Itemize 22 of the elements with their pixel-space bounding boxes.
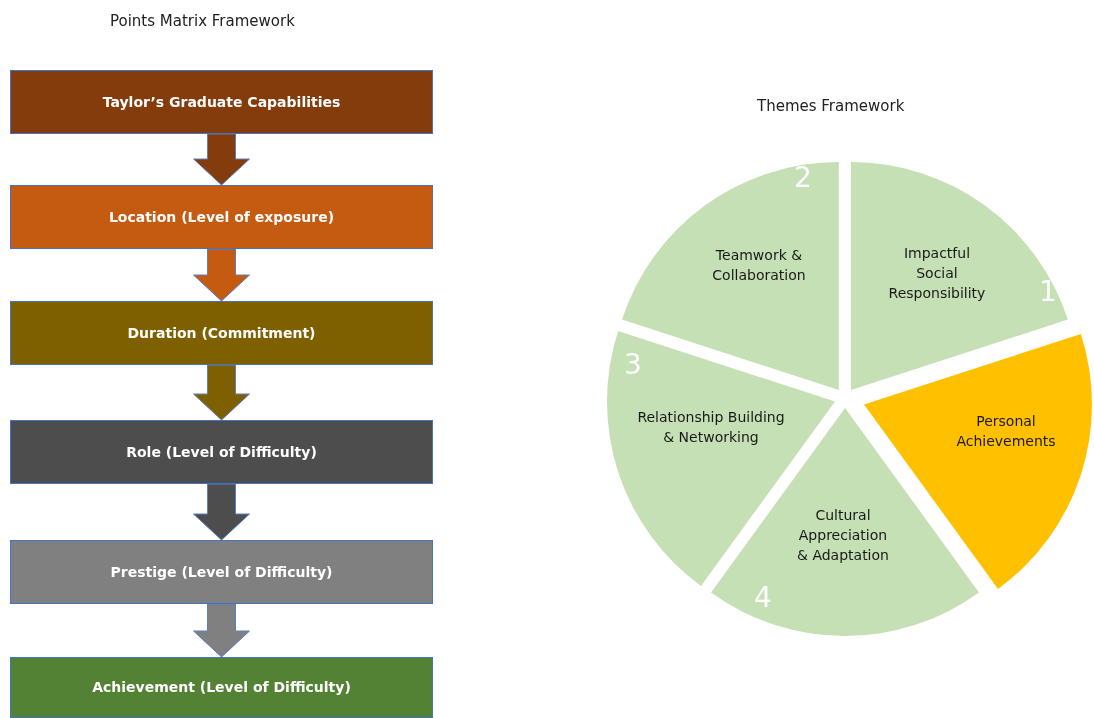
process-box: Role (Level of Difficulty) [10, 420, 433, 484]
slice-label: Cultural Appreciation & Adaptation [796, 506, 890, 565]
slice-number: 1 [1039, 277, 1057, 307]
process-box: Prestige (Level of Difficulty) [10, 540, 433, 604]
block-arrow [193, 364, 250, 421]
block-arrow [193, 483, 250, 541]
slice-number: 4 [754, 583, 772, 613]
process-box: Achievement (Level of Difficulty) [10, 657, 433, 718]
slice-number: 3 [624, 350, 642, 380]
framework-heading: Points Matrix Framework [110, 11, 295, 32]
slice-label: Relationship Building & Networking [636, 408, 786, 447]
process-box: Location (Level of exposure) [10, 185, 433, 249]
slice-number: 2 [794, 163, 812, 193]
slice-label: Teamwork & Collaboration [711, 246, 807, 285]
block-arrow [193, 603, 250, 658]
process-box: Duration (Commitment) [10, 301, 433, 365]
block-arrow [193, 133, 250, 186]
slice-label: Personal Achievements [955, 412, 1057, 451]
framework-heading: Themes Framework [757, 96, 905, 117]
process-box: Taylor’s Graduate Capabilities [10, 70, 433, 134]
block-arrow [193, 248, 250, 302]
slice-label: Impactful Social Responsibility [887, 244, 987, 303]
